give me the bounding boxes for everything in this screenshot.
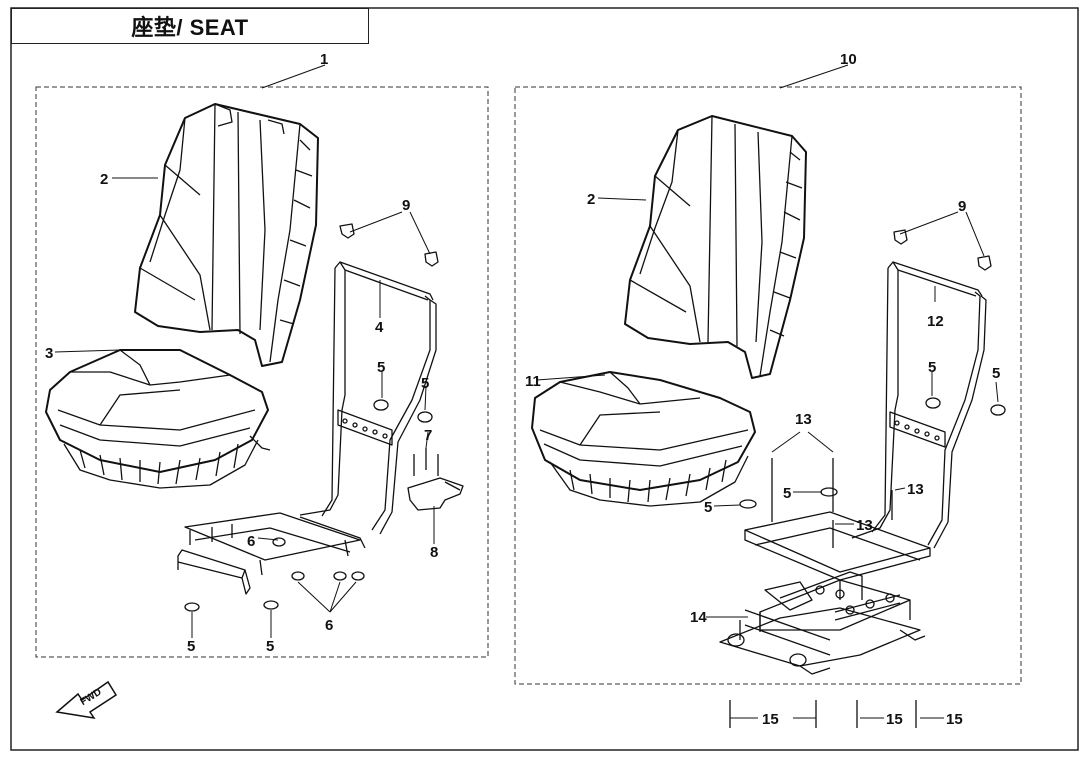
callout-13: 13 — [795, 411, 812, 428]
callout-1: 1 — [320, 51, 328, 68]
page-title: 座垫/ SEAT — [11, 8, 369, 44]
callout-14: 14 — [690, 609, 707, 626]
seat-cushion-right — [531, 371, 756, 507]
right-assembly — [531, 115, 1006, 728]
callout-11: 11 — [525, 373, 541, 390]
callout-2: 2 — [587, 191, 595, 208]
callouts: 1 2 3 4 5 5 5 5 6 6 7 8 9 10 2 9 12 11 5… — [45, 51, 1000, 728]
callout-5: 5 — [783, 485, 791, 502]
callout-8: 8 — [430, 544, 438, 561]
seat-frame-left — [177, 261, 437, 595]
seat-cushion-left — [45, 349, 271, 489]
callout-15: 15 — [886, 711, 903, 728]
callout-10: 10 — [840, 51, 857, 68]
group-box-left — [35, 86, 489, 658]
callout-13: 13 — [907, 481, 924, 498]
callout-5: 5 — [992, 365, 1000, 382]
callout-3: 3 — [45, 345, 53, 362]
callout-2: 2 — [100, 171, 108, 188]
callout-5: 5 — [928, 359, 936, 376]
callout-12: 12 — [927, 313, 944, 330]
callout-4: 4 — [375, 319, 384, 336]
callout-5: 5 — [266, 638, 274, 655]
leader-lines — [54, 64, 999, 719]
callout-5: 5 — [187, 638, 195, 655]
callout-15: 15 — [762, 711, 779, 728]
seat-back-left — [134, 103, 319, 367]
callout-5: 5 — [421, 375, 429, 392]
callout-6: 6 — [247, 533, 255, 550]
callout-7: 7 — [424, 427, 432, 444]
right-hardware — [729, 229, 1006, 728]
callout-5: 5 — [704, 499, 712, 516]
group-box-right — [514, 86, 1022, 685]
seat-frame-right — [744, 261, 987, 581]
callout-9: 9 — [402, 197, 410, 214]
seat-slider-14 — [719, 571, 926, 675]
left-hardware — [184, 223, 439, 612]
callout-13: 13 — [856, 517, 873, 534]
seat-back-right — [624, 115, 807, 379]
outer-border — [10, 7, 1079, 751]
left-assembly — [45, 103, 464, 612]
callout-5: 5 — [377, 359, 385, 376]
callout-9: 9 — [958, 198, 966, 215]
fwd-arrow-icon — [55, 680, 118, 720]
callout-6: 6 — [325, 617, 333, 634]
callout-15: 15 — [946, 711, 963, 728]
bracket-8 — [407, 477, 464, 511]
